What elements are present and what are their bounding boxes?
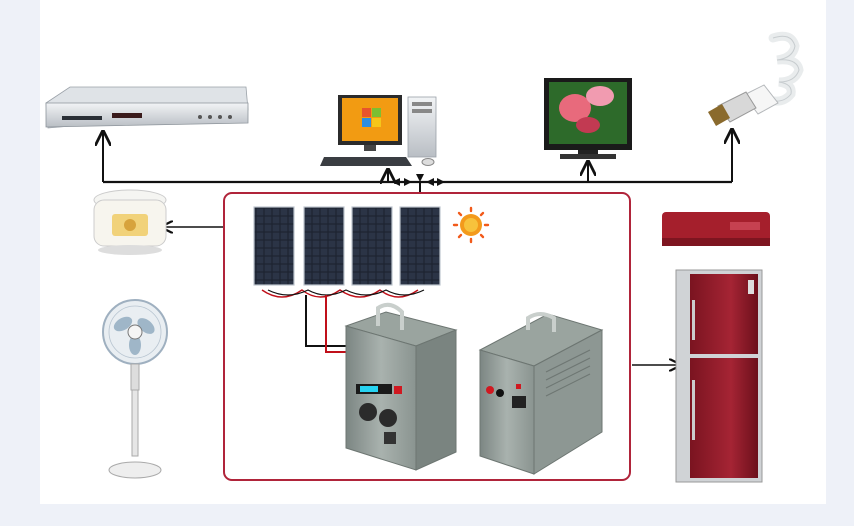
inverter-box-icon — [344, 302, 458, 471]
computer-icon — [320, 95, 437, 166]
solar-panel-icon — [351, 206, 393, 286]
light-bulb-icon — [708, 31, 804, 126]
tv-icon — [544, 78, 632, 159]
inverter-box-icon — [478, 312, 604, 475]
solar-panel-icon — [399, 206, 441, 286]
solar-panels — [253, 206, 441, 353]
solar-panel-icon — [253, 206, 295, 286]
bus-wires — [103, 130, 732, 192]
refrigerator-icon — [675, 269, 763, 483]
fan-icon — [102, 299, 168, 479]
diagram-canvas — [40, 0, 826, 504]
system-frame — [223, 192, 631, 481]
sun-icon — [452, 206, 490, 244]
air-conditioner-icon — [662, 212, 770, 246]
rice-cooker-icon — [93, 189, 167, 255]
dvd-player-icon — [45, 86, 249, 129]
diagram-svg — [45, 31, 804, 483]
solar-panel-icon — [303, 206, 345, 286]
